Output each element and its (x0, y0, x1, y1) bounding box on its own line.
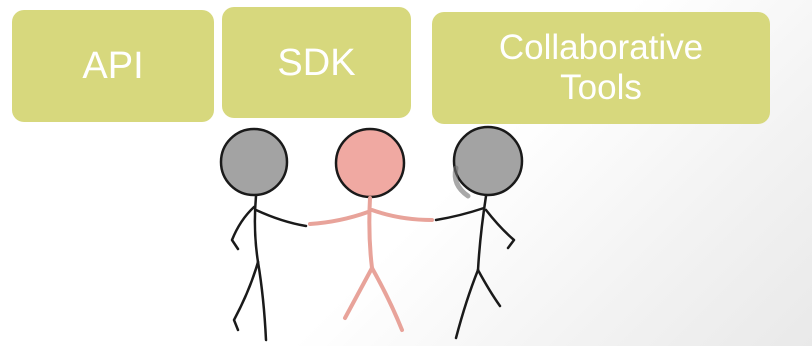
center-person-right-arm (370, 208, 434, 222)
right-person-head (452, 125, 524, 197)
collaborative-tools-box: Collaborative Tools (432, 12, 770, 124)
left-person-right-leg (256, 260, 268, 342)
api-box: API (12, 10, 214, 122)
center-person-body (367, 196, 374, 270)
collaborative-tools-label: Collaborative Tools (498, 27, 704, 107)
right-person-right-arm (484, 208, 516, 250)
center-person-right-leg (370, 266, 404, 332)
api-label: API (82, 45, 144, 87)
left-person (219, 127, 308, 342)
left-person-right-arm (254, 208, 308, 228)
left-person-left-arm (230, 205, 256, 251)
center-person-left-arm (308, 210, 370, 226)
center-person (308, 127, 434, 332)
right-person-right-leg (476, 268, 502, 308)
right-person-left-arm (434, 206, 486, 222)
center-person-head (334, 127, 406, 199)
right-person (434, 125, 524, 340)
sdk-box: SDK (222, 7, 411, 118)
right-person-left-leg (454, 268, 480, 340)
left-person-head (219, 127, 289, 197)
right-person-head-shadow (452, 165, 471, 199)
center-person-left-leg (343, 266, 374, 320)
sdk-label: SDK (277, 41, 356, 84)
left-person-body (253, 194, 260, 264)
right-person-body (476, 194, 488, 272)
left-person-left-leg (232, 260, 260, 332)
